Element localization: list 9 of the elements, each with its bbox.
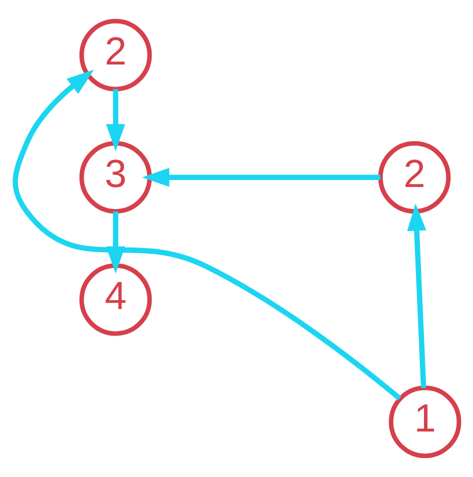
node-circle: 3 — [78, 141, 152, 214]
arrow — [12, 70, 401, 400]
arrow — [106, 89, 125, 152]
node-circle: 2 — [378, 141, 450, 214]
node-circle: 4 — [78, 263, 152, 336]
arrow — [142, 168, 380, 187]
node-circle: 2 — [78, 18, 152, 92]
arrow — [406, 203, 426, 388]
node-circle: 1 — [388, 386, 461, 458]
